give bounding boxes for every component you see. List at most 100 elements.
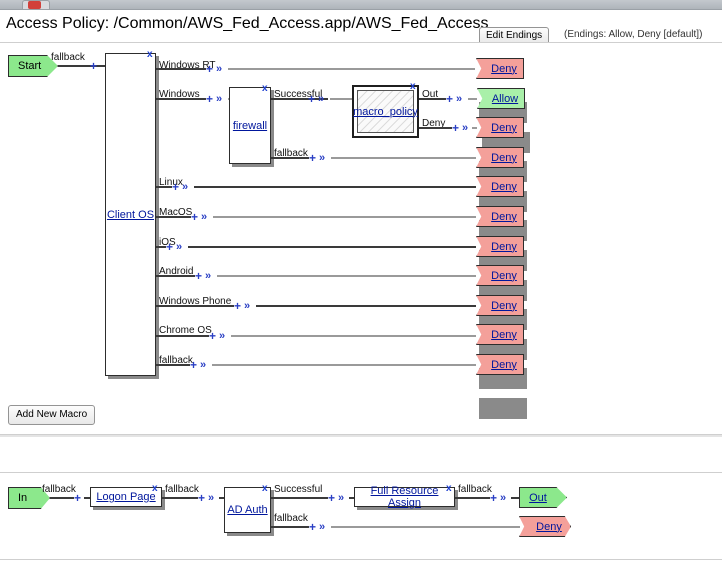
- wire-macro-out-a: [419, 98, 446, 100]
- delete-x-icon-logon-page[interactable]: x: [152, 483, 158, 494]
- chevron-icon-windows-rt[interactable]: »: [216, 63, 223, 75]
- plus-icon-macro-deny[interactable]: +: [452, 121, 460, 135]
- wire-fw-succ-a: [271, 98, 328, 100]
- plus-icon-windows-phone[interactable]: +: [234, 299, 242, 313]
- ending-deny-macos[interactable]: Deny: [476, 206, 524, 227]
- plus-icon-adauth-successful[interactable]: +: [328, 491, 336, 505]
- wire-windows-a: [156, 98, 206, 100]
- plus-icon-adauth-fallback[interactable]: +: [309, 520, 317, 534]
- chevron-icon-clientos-fallback[interactable]: »: [200, 359, 207, 371]
- start-terminal[interactable]: Start: [8, 55, 58, 77]
- chevron-icon-fra[interactable]: »: [500, 492, 507, 504]
- macro-node-hatch: macro_policy: [353, 90, 418, 133]
- full-resource-assign-label: Full Resource Assign: [370, 485, 439, 509]
- ending-deny-clientos-fallback[interactable]: Deny: [476, 354, 524, 375]
- wire-in-a: [50, 497, 74, 499]
- chevron-icon-logon[interactable]: »: [208, 492, 215, 504]
- chevron-icon-android[interactable]: »: [205, 270, 212, 282]
- plus-icon-linux[interactable]: +: [172, 180, 180, 194]
- in-terminal[interactable]: In: [8, 487, 50, 509]
- plus-icon-fra[interactable]: +: [490, 491, 498, 505]
- plus-icon-windows[interactable]: +: [206, 92, 214, 106]
- plus-icon-fw-successful[interactable]: +: [308, 92, 316, 106]
- ending-label: Deny: [491, 358, 517, 371]
- chevron-icon-chrome-os[interactable]: »: [219, 330, 226, 342]
- out-terminal[interactable]: Out: [519, 487, 567, 508]
- ending-deny-chrome-os[interactable]: Deny: [476, 324, 524, 345]
- plus-icon-logon[interactable]: +: [198, 491, 206, 505]
- action-box-client-os[interactable]: Client OS: [105, 53, 156, 376]
- plus-icon-ios[interactable]: +: [166, 240, 174, 254]
- wire-ios-b: [188, 246, 476, 248]
- wire-windows-rt-b: [228, 68, 475, 70]
- branch-label-chrome-os: Chrome OS: [159, 325, 212, 336]
- delete-x-icon-firewall[interactable]: x: [262, 83, 268, 94]
- plus-icon-in[interactable]: +: [74, 491, 82, 505]
- ending-allow[interactable]: Allow: [477, 88, 525, 109]
- branch-label-windows-phone: Windows Phone: [159, 296, 232, 307]
- wire-adauth-succ-a: [271, 497, 328, 499]
- wire-logon-b: [219, 497, 224, 499]
- ending-label: Allow: [491, 92, 519, 105]
- action-box-ad-auth[interactable]: AD Auth: [224, 487, 271, 533]
- plus-icon-fw-fallback[interactable]: +: [309, 151, 317, 165]
- branch-label-macro-out: Out: [422, 89, 439, 100]
- chevron-icon-adauth-fallback[interactable]: »: [319, 521, 326, 533]
- ending-deny-macro-flow[interactable]: Deny: [519, 516, 571, 537]
- ending-deny-android[interactable]: Deny: [476, 265, 524, 286]
- delete-x-icon-ad-auth[interactable]: x: [262, 483, 268, 494]
- ending-deny-linux[interactable]: Deny: [476, 176, 524, 197]
- delete-x-icon-macro-node[interactable]: x: [410, 81, 416, 92]
- plus-icon-windows-rt[interactable]: +: [206, 62, 214, 76]
- plus-icon-chrome-os[interactable]: +: [209, 329, 217, 343]
- chevron-icon-macos[interactable]: »: [201, 211, 208, 223]
- in-label: In: [18, 492, 28, 504]
- delete-x-icon-full-resource-assign[interactable]: x: [446, 483, 452, 494]
- ending-deny-macro[interactable]: Deny: [476, 117, 524, 138]
- add-new-macro-button[interactable]: Add New Macro: [8, 405, 96, 425]
- ending-deny-firewall-fallback[interactable]: Deny: [476, 147, 524, 168]
- branch-label-firewall-successful: Successful: [274, 89, 323, 100]
- macro-node-macro-policy[interactable]: macro_policy: [352, 85, 419, 138]
- bottom-divider: [0, 559, 722, 560]
- chevron-icon-fw-successful[interactable]: »: [318, 93, 325, 105]
- wire-macos-a: [156, 216, 191, 218]
- ending-deny-windows-rt[interactable]: Deny: [476, 58, 524, 79]
- wire-fra-b: [511, 497, 519, 499]
- wire-winphone-b: [256, 305, 476, 307]
- ending-deny-ios[interactable]: Deny: [476, 236, 524, 257]
- ending-deny-windows-phone[interactable]: Deny: [476, 295, 524, 316]
- plus-icon-android[interactable]: +: [195, 269, 203, 283]
- branch-label-start-fallback: fallback: [51, 52, 85, 63]
- branch-label-macos: MacOS: [159, 207, 193, 218]
- branch-label-logon-fallback: fallback: [165, 484, 199, 495]
- ending-label: Deny: [491, 121, 517, 134]
- chevron-icon-windows[interactable]: »: [216, 93, 223, 105]
- action-box-firewall[interactable]: firewall: [229, 87, 271, 164]
- wire-adauth-fb-b: [331, 526, 520, 528]
- chevron-icon-windows-phone[interactable]: »: [244, 300, 251, 312]
- wire-fra-a: [455, 497, 490, 499]
- delete-x-icon-client-os[interactable]: x: [147, 49, 153, 60]
- plus-icon-macro-out[interactable]: +: [446, 92, 454, 106]
- chevron-icon-macro-out[interactable]: »: [456, 93, 463, 105]
- plus-icon-clientos-fallback[interactable]: +: [190, 358, 198, 372]
- ending-label: Deny: [491, 62, 517, 75]
- chevron-icon-fw-fallback[interactable]: »: [319, 152, 326, 164]
- branch-label-clientos-fallback: fallback: [159, 355, 193, 366]
- wire-macro-deny-a: [419, 127, 452, 129]
- chevron-icon-ios[interactable]: »: [176, 241, 183, 253]
- chevron-icon-macro-deny[interactable]: »: [462, 122, 469, 134]
- chevron-icon-adauth-successful[interactable]: »: [338, 492, 345, 504]
- action-box-logon-page[interactable]: Logon Page: [90, 487, 162, 507]
- chevron-icon-linux[interactable]: »: [182, 181, 189, 193]
- plus-icon-macos[interactable]: +: [191, 210, 199, 224]
- browser-chrome-bar: [0, 0, 722, 10]
- ending-label: Deny: [491, 269, 517, 282]
- page-title: Access Policy: /Common/AWS_Fed_Access.ap…: [6, 15, 489, 32]
- plus-icon-start[interactable]: +: [90, 59, 98, 73]
- ad-auth-label: AD Auth: [227, 504, 268, 516]
- wire-macro-out-b: [468, 98, 477, 100]
- macro-flow-canvas: In fallback + Logon Page x fallback + » …: [0, 473, 722, 559]
- action-box-full-resource-assign[interactable]: Full Resource Assign: [354, 485, 455, 509]
